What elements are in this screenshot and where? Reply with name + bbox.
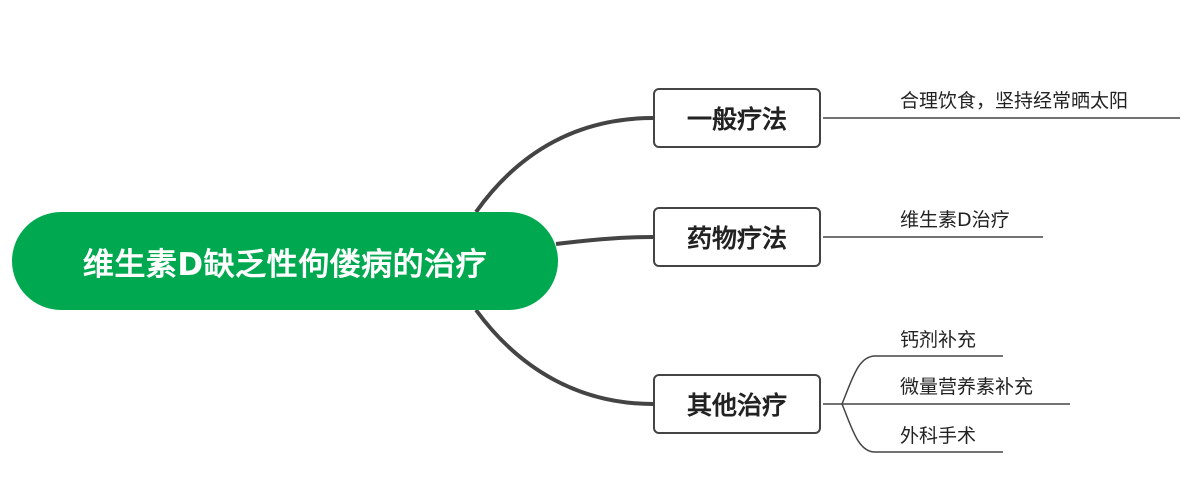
connector-root-branch-3 <box>474 308 654 406</box>
leaf-topic-diet-sunlight[interactable]: 合理饮食，坚持经常晒太阳 <box>900 90 1129 112</box>
root-topic[interactable]: 维生素D缺乏性佝偻病的治疗 <box>12 212 558 310</box>
leaf-topic-vitamin-d-treatment[interactable]: 维生素D治疗 <box>900 209 1010 231</box>
leaf-topic-surgery[interactable]: 外科手术 <box>900 425 977 447</box>
branch-topic-other-treatment[interactable]: 其他治疗 <box>653 374 821 434</box>
branch-topic-general-therapy[interactable]: 一般疗法 <box>653 88 821 148</box>
leaf-topic-calcium-supplement[interactable]: 钙剂补充 <box>900 329 977 351</box>
connector-root-branch-2 <box>555 235 654 246</box>
connector-branch-3-leaf-3 <box>841 403 1003 453</box>
connector-root-branch-1 <box>474 116 654 214</box>
leaf-topic-micronutrient-supplement[interactable]: 微量营养素补充 <box>900 376 1034 398</box>
branch-topic-drug-therapy[interactable]: 药物疗法 <box>653 207 821 267</box>
connector-branch-3-leaf-1 <box>841 355 1003 405</box>
